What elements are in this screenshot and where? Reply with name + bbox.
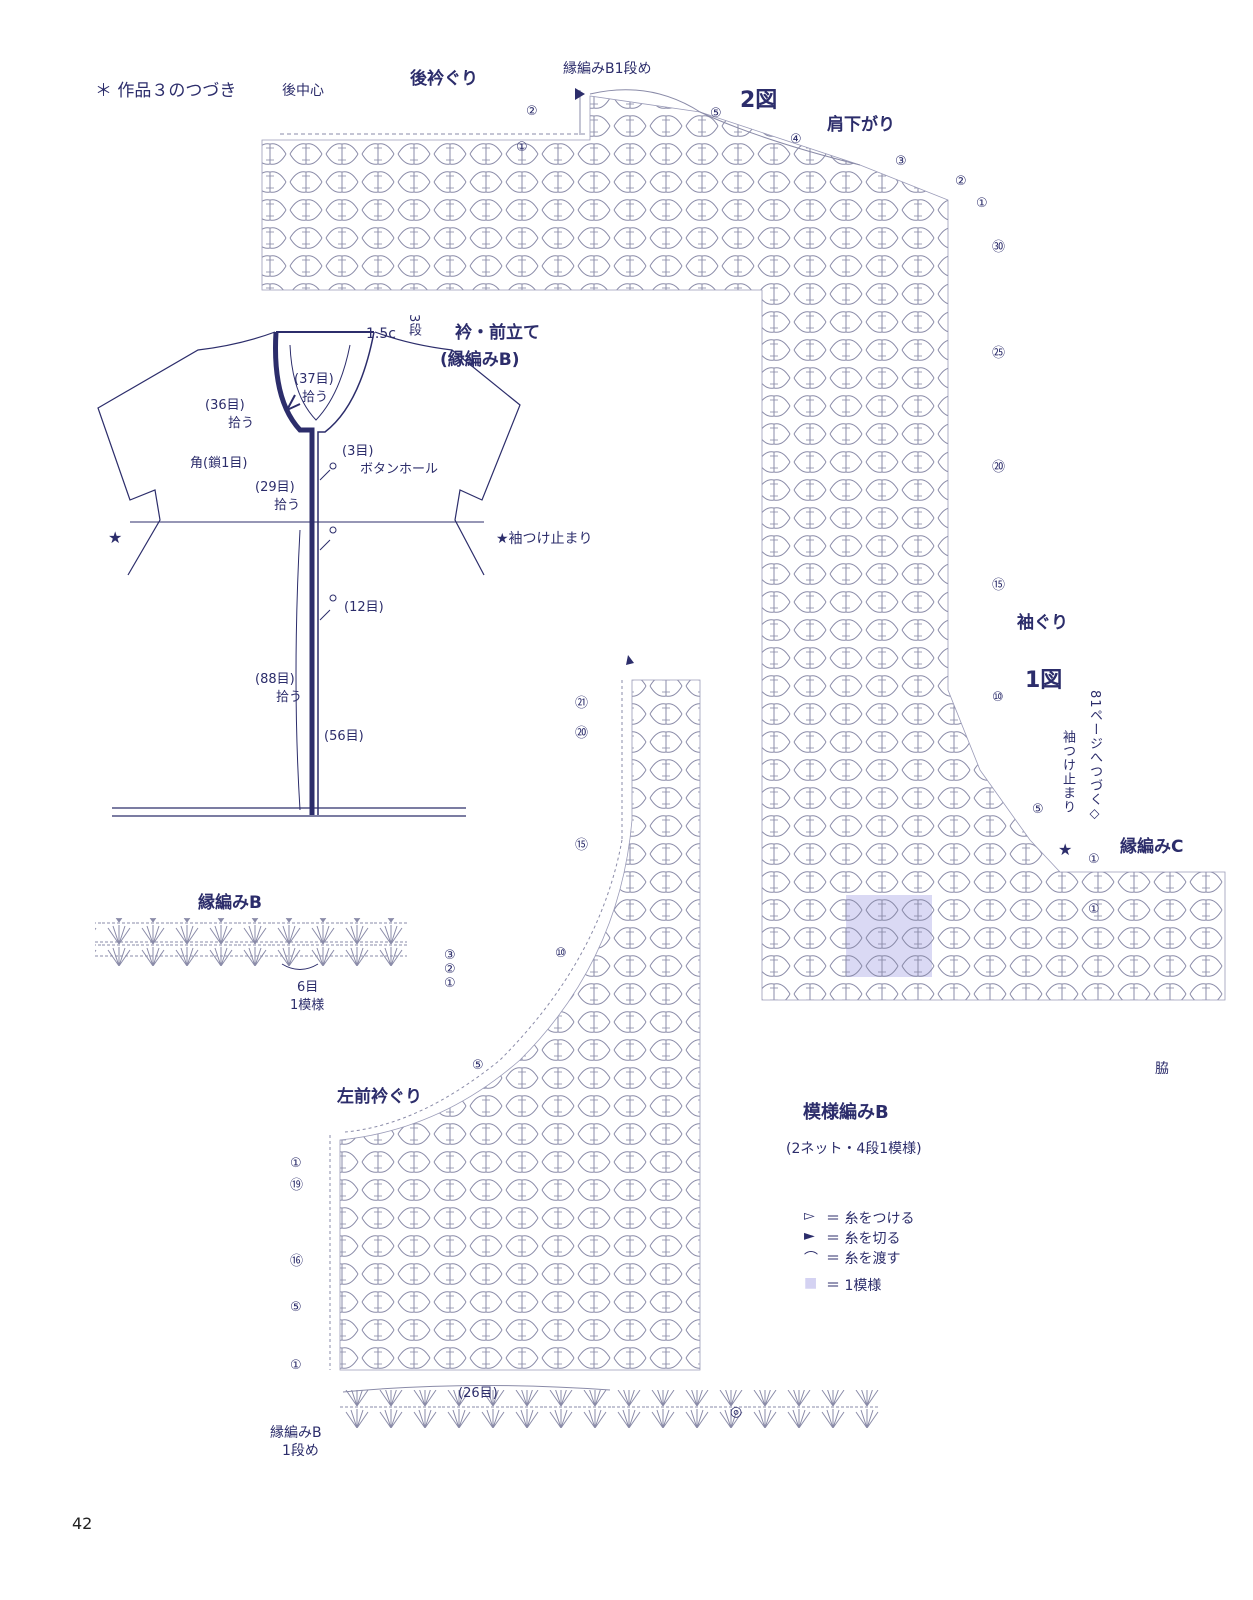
pick-26-label: (26目) <box>458 1386 498 1401</box>
shoulder-slope-title: 肩下がり <box>827 115 895 135</box>
back-center-label: 後中心 <box>282 83 324 99</box>
double-circle-marker: ◎ <box>730 1404 743 1420</box>
row-marker: ① <box>1088 852 1100 867</box>
row-marker: ① <box>290 1358 302 1373</box>
dim-1-5c: 1.5c <box>366 326 396 342</box>
legend-motif-symbol: ■ <box>804 1275 818 1291</box>
row-marker: ④ <box>790 132 802 147</box>
pick-37-sub: 拾う <box>302 390 329 405</box>
row-marker: ⑮ <box>575 838 589 853</box>
left-front-chart <box>329 655 880 1428</box>
back-neckline-title: 後衿ぐり <box>410 69 478 89</box>
armhole-title: 袖ぐり <box>1017 613 1068 633</box>
legend-cut-text: ＝ 糸を切る <box>826 1231 901 1247</box>
pick-37-label: (37目) <box>294 372 334 387</box>
legend-carry-symbol: ⌒ <box>804 1251 818 1267</box>
legend-join-text: ＝ 糸をつける <box>826 1211 915 1227</box>
header-note: ＊ 作品３のつづき <box>95 81 237 101</box>
row-marker: ① <box>290 1156 302 1171</box>
row-marker: ⑤ <box>710 106 722 121</box>
edge-b-row1-bottom-sub: 1段め <box>282 1443 319 1459</box>
pick-56-label: (56目) <box>324 729 364 744</box>
row-marker: ① <box>516 140 528 155</box>
edge-b-chart <box>95 918 407 970</box>
row-marker: ③ <box>444 948 456 963</box>
buttonhole-label: ボタンホール <box>360 462 439 477</box>
legend-carry-text: ＝ 糸を渡す <box>826 1251 901 1267</box>
row-marker: ⑲ <box>290 1178 304 1193</box>
motif-1-label: 1模様 <box>290 998 325 1013</box>
edge-b-title: 縁編みB <box>198 893 262 913</box>
edge-b-row1-top-label: 縁編みB1段め <box>563 61 652 77</box>
row-marker: ⑳ <box>992 460 1006 475</box>
row-marker: ① <box>976 196 988 211</box>
row-marker: ⑤ <box>472 1058 484 1073</box>
pick-36-sub: 拾う <box>228 416 255 431</box>
pick-88-sub: 拾う <box>276 690 303 705</box>
side-label: 脇 <box>1155 1061 1169 1077</box>
sleeve-stop-vertical: 袖つけ止まり <box>1060 730 1075 814</box>
row-marker: ③ <box>895 154 907 169</box>
legend-cut-symbol: ► <box>804 1228 815 1244</box>
row-marker: ② <box>444 962 456 977</box>
fig2-title: 2図 <box>740 88 778 113</box>
garment-schematic <box>97 331 521 817</box>
pick-29-sub: 拾う <box>274 498 301 513</box>
row-marker: ⑩ <box>992 690 1004 705</box>
pattern-b-title: 模様編みB <box>803 1102 889 1123</box>
pick-12-label: (12目) <box>344 600 384 615</box>
row-marker: ⑮ <box>992 578 1006 593</box>
edge-c-title: 縁編みC <box>1120 837 1184 857</box>
legend-join-symbol: ▻ <box>804 1208 815 1224</box>
sleeve-stop-star: ★ <box>1058 840 1073 859</box>
row-marker: ⑤ <box>1032 802 1044 817</box>
collar-subtitle: (縁編みB) <box>440 350 520 370</box>
edge-b-row1-bottom-label: 縁編みB <box>270 1425 322 1441</box>
fig2-chart <box>261 88 1226 1001</box>
legend-motif-text: ＝ 1模様 <box>826 1278 882 1294</box>
sleeve-stop-right-label: ★袖つけ止まり <box>496 531 593 547</box>
corner-label: 角(鎖1目) <box>190 456 248 471</box>
row-marker: ① <box>444 976 456 991</box>
pick-3-label: (3目) <box>342 444 374 459</box>
page-number: 42 <box>72 1514 93 1533</box>
row-marker: ㉑ <box>575 696 589 711</box>
row-marker: ⑤ <box>290 1300 302 1315</box>
pattern-b-subtitle: (2ネット・4段1模様) <box>786 1141 922 1157</box>
continue-p81-label: 81ページへつづく◇ <box>1087 690 1102 823</box>
collar-title: 衿・前立て <box>455 323 540 343</box>
row-marker: ⑩ <box>555 946 567 961</box>
sleeve-stop-left-star: ★ <box>108 528 123 547</box>
row-marker: ⑯ <box>290 1254 304 1269</box>
row-marker: ⑳ <box>575 726 589 741</box>
pick-29-label: (29目) <box>255 480 295 495</box>
left-front-neckline-title: 左前衿ぐり <box>337 1087 422 1107</box>
row-marker: ㉚ <box>992 240 1006 255</box>
pick-36-label: (36目) <box>205 398 245 413</box>
row-marker: ① <box>1088 902 1100 917</box>
row-marker: ㉕ <box>992 346 1006 361</box>
dim-3-rows: 3段 <box>406 314 421 338</box>
pick-88-label: (88目) <box>255 672 295 687</box>
fig1-title: 1図 <box>1025 668 1063 693</box>
row-marker: ② <box>526 104 538 119</box>
motif-6-label: 6目 <box>297 980 319 995</box>
row-marker: ② <box>955 174 967 189</box>
